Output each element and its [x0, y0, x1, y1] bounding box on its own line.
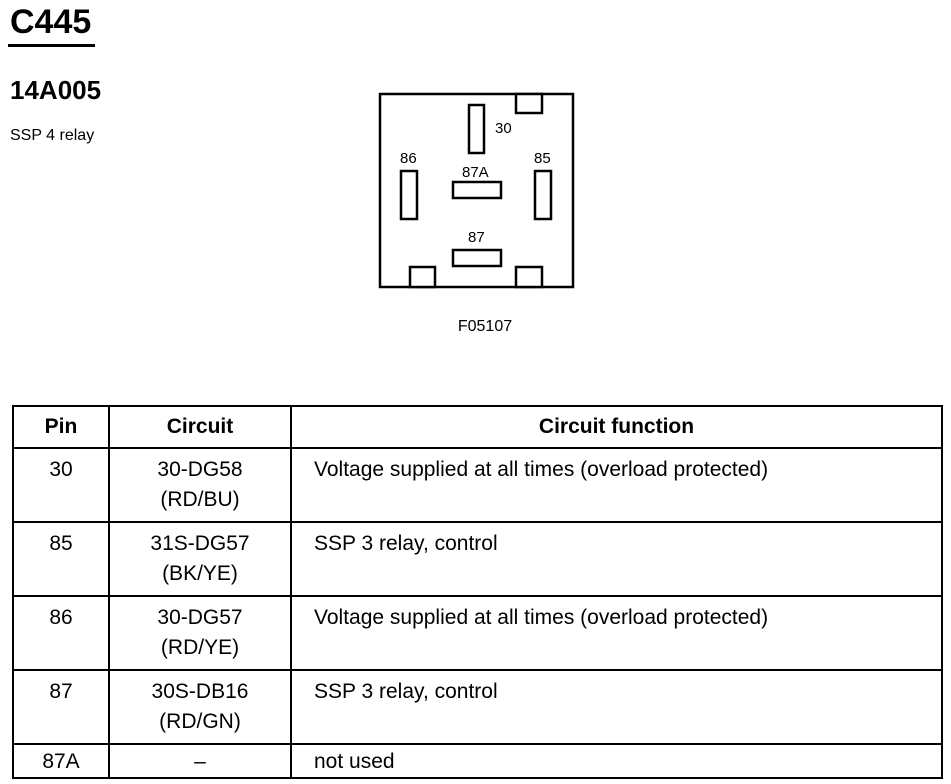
- relay-key-top-right: [514, 92, 544, 115]
- relay-key-bottom-left: [408, 265, 437, 289]
- cell-circuit: 30S-DB16 (RD/GN): [108, 669, 292, 745]
- cell-pin: 87A: [12, 743, 110, 779]
- terminal-label-85: 85: [534, 150, 551, 167]
- part-description: SSP 4 relay: [10, 127, 95, 144]
- terminal-label-86: 86: [400, 150, 417, 167]
- cell-circuit-function: SSP 3 relay, control: [290, 521, 943, 597]
- circuit-wire-color: (RD/BU): [160, 488, 240, 511]
- relay-face-svg: 30 86 85 87A 87: [378, 92, 575, 289]
- cell-circuit-function: not used: [290, 743, 943, 779]
- circuit-wire-color: (RD/YE): [160, 636, 240, 659]
- part-number: 14A005: [10, 75, 102, 105]
- circuit-code: 30-DG57: [157, 606, 243, 629]
- terminal-30: [467, 103, 486, 155]
- relay-connector-diagram: 30 86 85 87A 87: [370, 84, 590, 304]
- cell-circuit: 31S-DG57 (BK/YE): [108, 521, 292, 597]
- cell-pin: 85: [12, 521, 110, 597]
- cell-circuit: –: [108, 743, 292, 779]
- connector-id: C445: [10, 3, 92, 41]
- table-row: 86 30-DG57 (RD/YE) Voltage supplied at a…: [12, 595, 943, 671]
- circuit-code: 30-DG58: [157, 458, 243, 481]
- header-pin: Pin: [12, 405, 110, 449]
- terminal-87a: [451, 180, 503, 200]
- circuit-code: 30S-DB16: [151, 680, 249, 703]
- figure-reference: F05107: [457, 318, 513, 335]
- circuit-code: 31S-DG57: [150, 532, 250, 555]
- table-row: 85 31S-DG57 (BK/YE) SSP 3 relay, control: [12, 521, 943, 597]
- cell-pin: 86: [12, 595, 110, 671]
- cell-pin: 87: [12, 669, 110, 745]
- terminal-label-30: 30: [495, 120, 512, 137]
- table-row: 87 30S-DB16 (RD/GN) SSP 3 relay, control: [12, 669, 943, 745]
- terminal-87: [451, 248, 503, 268]
- header-circuit-function: Circuit function: [290, 405, 943, 449]
- cell-circuit: 30-DG58 (RD/BU): [108, 447, 292, 523]
- terminal-label-87: 87: [468, 229, 485, 246]
- cell-circuit-function: Voltage supplied at all times (overload …: [290, 595, 943, 671]
- circuit-wire-color: (RD/GN): [159, 710, 241, 733]
- header-circuit: Circuit: [108, 405, 292, 449]
- table-header-row: Pin Circuit Circuit function: [12, 405, 943, 449]
- terminal-label-87a: 87A: [462, 164, 489, 181]
- cell-circuit-function: Voltage supplied at all times (overload …: [290, 447, 943, 523]
- table-row: 30 30-DG58 (RD/BU) Voltage supplied at a…: [12, 447, 943, 523]
- cell-circuit: 30-DG57 (RD/YE): [108, 595, 292, 671]
- terminal-85: [533, 169, 553, 221]
- connector-id-underline: [8, 44, 95, 47]
- cell-pin: 30: [12, 447, 110, 523]
- relay-key-bottom-right: [514, 265, 544, 289]
- terminal-86: [399, 169, 419, 221]
- circuit-wire-color: (BK/YE): [162, 562, 238, 585]
- table-row: 87A – not used: [12, 743, 943, 779]
- pin-table: Pin Circuit Circuit function 30 30-DG58 …: [12, 405, 943, 779]
- cell-circuit-function: SSP 3 relay, control: [290, 669, 943, 745]
